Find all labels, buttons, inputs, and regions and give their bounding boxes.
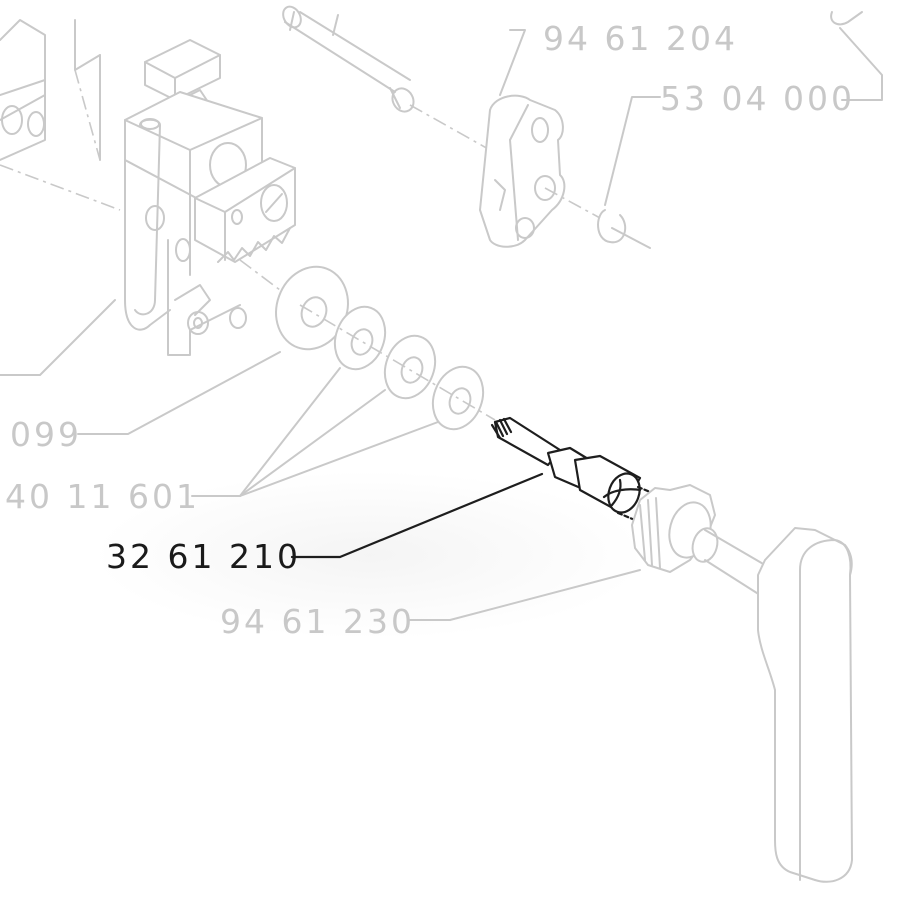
part-label-099[interactable]: 099: [10, 415, 82, 454]
large-washer: [275, 265, 349, 351]
feed-block-assembly: [0, 19, 301, 376]
leader-lines: [77, 351, 641, 621]
background-shading: [90, 470, 650, 640]
top-right-fragment: [830, 11, 883, 101]
part-label-94-61-230[interactable]: 94 61 230: [220, 602, 415, 641]
part-label-40-11-601[interactable]: 40 11 601: [5, 477, 200, 516]
washer-set: [299, 304, 496, 431]
link-lever: [479, 29, 601, 248]
pin: [282, 5, 491, 151]
gear-knob: [631, 484, 853, 883]
retaining-ring: [597, 96, 661, 249]
part-label-53-04-000[interactable]: 53 04 000: [660, 79, 855, 118]
part-label-32-61-210[interactable]: 32 61 210: [106, 537, 301, 576]
shaft-highlighted: [490, 416, 657, 522]
part-label-94-61-204[interactable]: 94 61 204: [543, 19, 738, 58]
